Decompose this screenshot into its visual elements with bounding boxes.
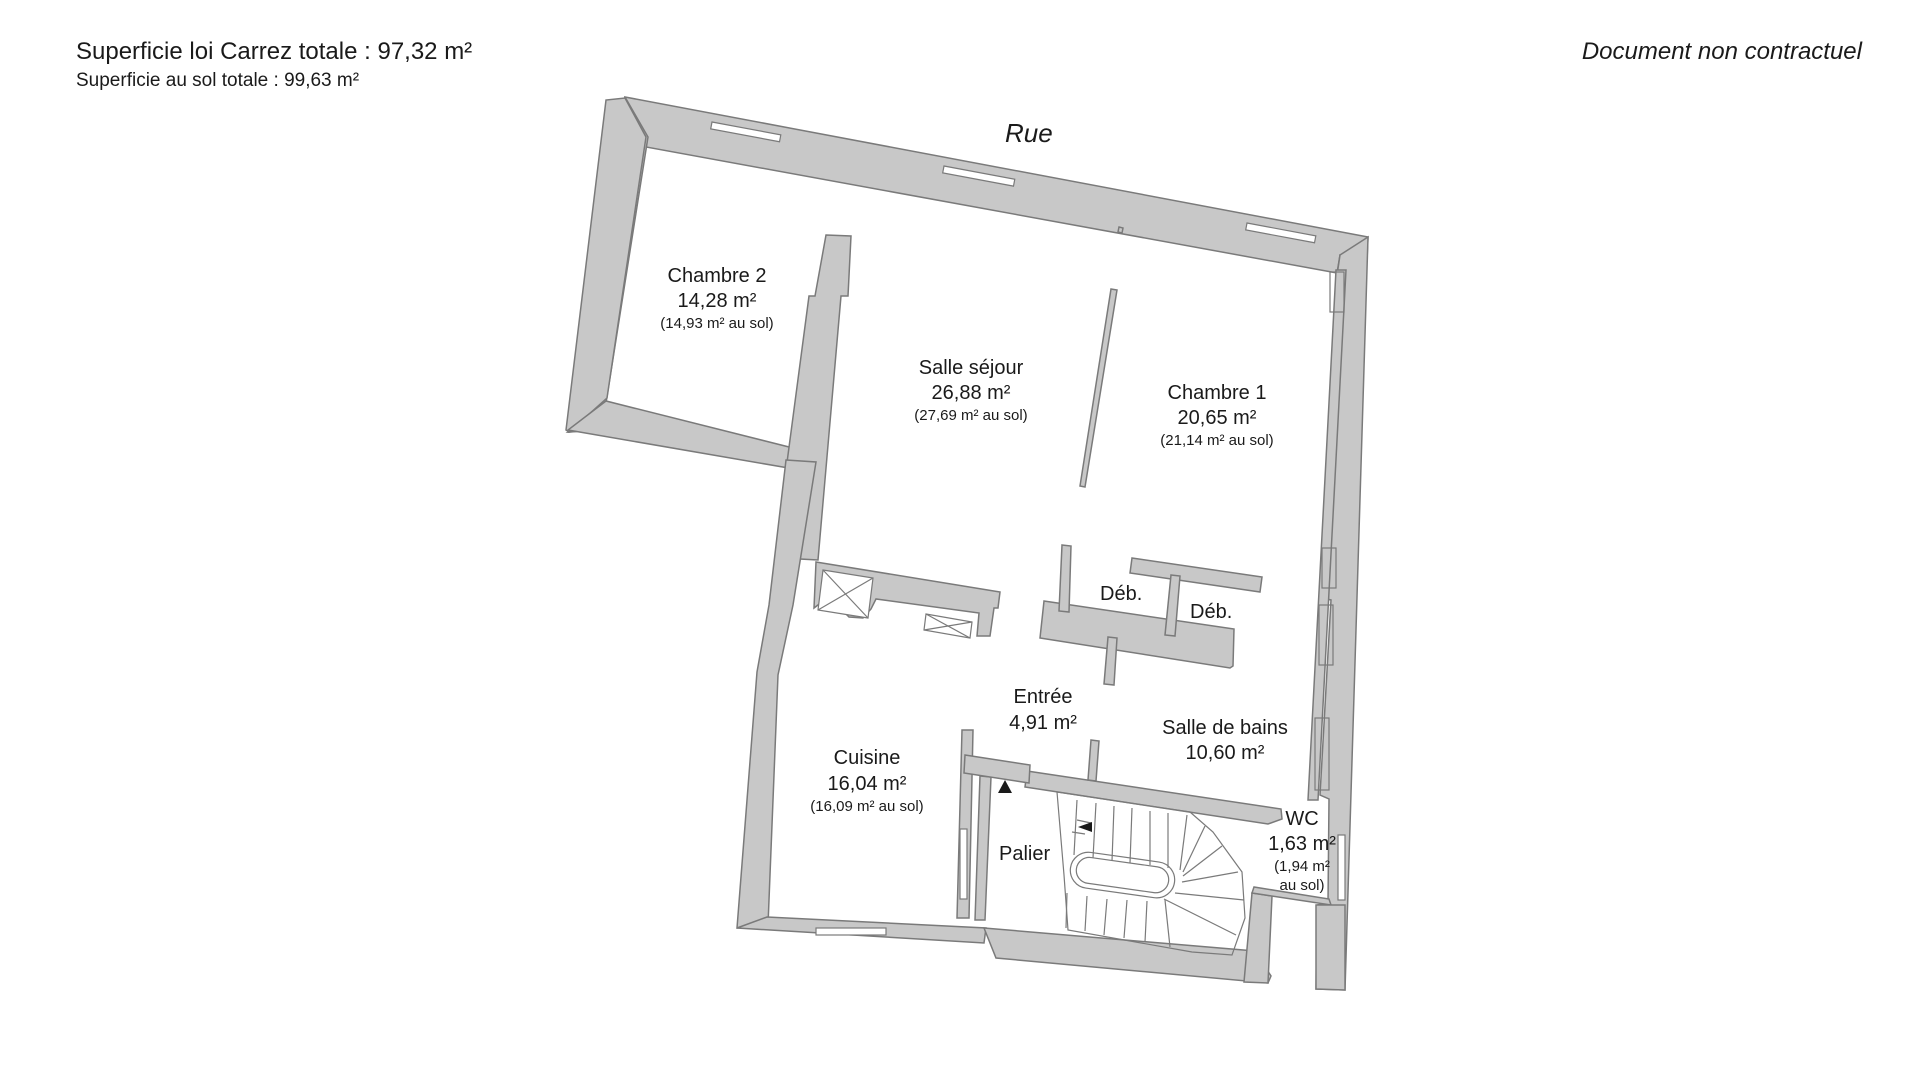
window-1 xyxy=(710,121,782,143)
wall-palier-north xyxy=(1024,770,1283,825)
wall-salon-divider xyxy=(1079,288,1118,488)
room-name: Chambre 1 xyxy=(1168,382,1267,404)
wall-kitchen-west xyxy=(736,459,817,929)
wall-east-lower xyxy=(1315,904,1346,991)
wall-east-inner xyxy=(1307,269,1347,801)
room-area: 14,28 m² xyxy=(678,290,757,312)
wall-entry-divider xyxy=(963,754,1031,784)
wall-entry-post2 xyxy=(1087,739,1100,782)
superficie-carrez-total: Superficie loi Carrez totale : 97,32 m² xyxy=(76,38,473,65)
room-area: 10,60 m² xyxy=(1186,742,1265,764)
disclaimer: Document non contractuel xyxy=(1581,38,1862,65)
window-east-3 xyxy=(1318,604,1334,666)
room-entree: Entrée 4,91 m² xyxy=(1009,686,1077,734)
wall-street xyxy=(623,96,1369,274)
wall-deb-long xyxy=(1039,600,1235,669)
room-palier: Palier xyxy=(999,843,1050,865)
wall-entry-post xyxy=(1103,636,1118,686)
stair-outline xyxy=(1056,791,1246,956)
wall-south-stair xyxy=(982,927,1272,984)
room-name: Chambre 2 xyxy=(668,265,767,287)
arrows xyxy=(998,780,1092,832)
stair-well xyxy=(1069,851,1176,899)
window-5 xyxy=(959,828,968,900)
wall-stub xyxy=(1117,226,1124,234)
room-name: Salle séjour xyxy=(919,357,1024,379)
room-floor-area-2: au sol) xyxy=(1279,877,1324,894)
room-wc: WC 1,63 m² (1,94 m² au sol) xyxy=(1268,808,1336,894)
superficie-sol-total: Superficie au sol totale : 99,63 m² xyxy=(76,70,360,91)
room-area: 4,91 m² xyxy=(1009,712,1077,734)
room-floor-area: (16,09 m² au sol) xyxy=(810,798,923,815)
window-east-1 xyxy=(1329,271,1345,313)
wall-palier-left2 xyxy=(974,775,992,921)
closets xyxy=(817,569,973,639)
wall-west xyxy=(565,97,647,433)
walls xyxy=(565,96,1369,991)
room-deb-2: Déb. xyxy=(1190,601,1232,623)
room-area: 16,04 m² xyxy=(828,773,907,795)
wall-chambre2-bottom xyxy=(566,400,801,471)
room-deb-1: Déb. xyxy=(1100,583,1142,605)
room-area: 20,65 m² xyxy=(1178,407,1257,429)
wall-south-east xyxy=(1243,892,1273,984)
room-cuisine: Cuisine 16,04 m² (16,09 m² au sol) xyxy=(810,747,923,815)
windows xyxy=(710,121,1346,936)
room-area: 26,88 m² xyxy=(932,382,1011,404)
arrow-up-icon xyxy=(998,780,1012,793)
room-name: Salle de bains xyxy=(1162,717,1288,739)
window-6 xyxy=(1337,834,1346,901)
wall-deb-top xyxy=(1129,557,1263,593)
room-name: Entrée xyxy=(1014,686,1073,708)
window-east-2 xyxy=(1321,547,1337,589)
room-salle-sejour: Salle séjour 26,88 m² (27,69 m² au sol) xyxy=(914,357,1027,424)
room-salle-de-bains: Salle de bains 10,60 m² xyxy=(1162,717,1288,764)
room-chambre-2: Chambre 2 14,28 m² (14,93 m² au sol) xyxy=(660,265,773,332)
room-floor-area: (27,69 m² au sol) xyxy=(914,407,1027,424)
wall-deb-post1 xyxy=(1058,544,1072,613)
wall-wc-bottom xyxy=(1251,886,1333,906)
window-2 xyxy=(942,165,1016,187)
room-area: 1,63 m² xyxy=(1268,833,1336,855)
arrow-left-icon xyxy=(1078,822,1092,832)
room-name: Cuisine xyxy=(834,747,901,769)
room-name: WC xyxy=(1285,808,1318,830)
window-3 xyxy=(1245,222,1317,244)
wall-deb-post2 xyxy=(1164,574,1181,637)
window-4 xyxy=(815,927,887,936)
room-floor-area: (1,94 m² xyxy=(1274,858,1330,875)
room-floor-area: (21,14 m² au sol) xyxy=(1160,432,1273,449)
staircase xyxy=(1056,791,1246,956)
room-chambre-1: Chambre 1 20,65 m² (21,14 m² au sol) xyxy=(1160,382,1273,449)
window-east-4 xyxy=(1314,717,1330,791)
room-floor-area: (14,93 m² au sol) xyxy=(660,315,773,332)
street-windows xyxy=(1314,271,1345,791)
street-label: Rue xyxy=(1005,118,1053,148)
